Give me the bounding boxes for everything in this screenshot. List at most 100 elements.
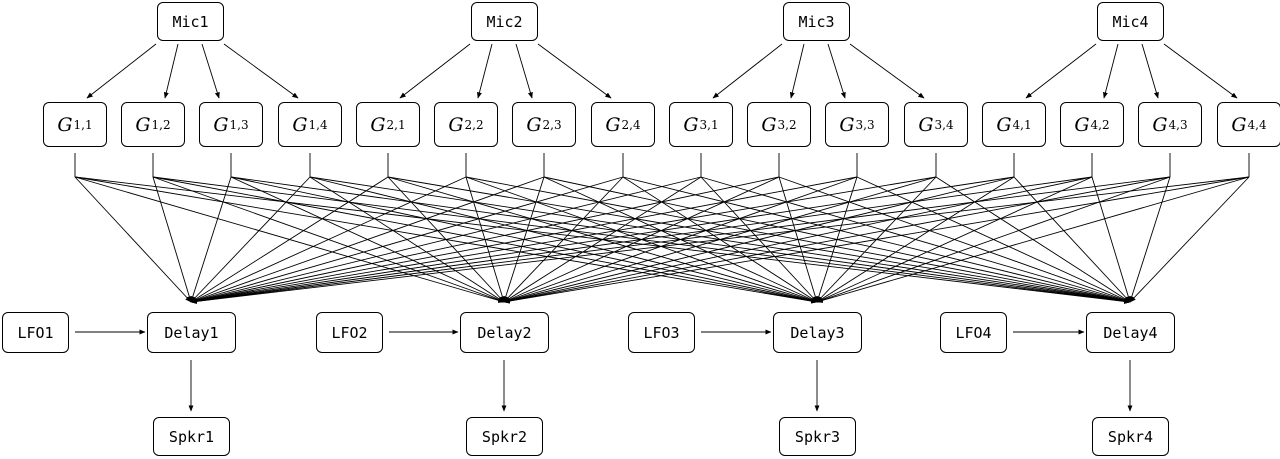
gain-symbol: G — [370, 113, 386, 136]
gain-to-delay-wire — [74, 176, 192, 303]
gain-symbol: G — [1152, 113, 1168, 136]
mic-to-gain-arrow — [1141, 43, 1159, 99]
gain-to-delay-wire — [190, 176, 624, 303]
mic-to-gain-arrow — [849, 43, 925, 99]
gain-to-delay-wire — [503, 176, 1250, 304]
gain-to-delay-wire — [190, 176, 937, 304]
gain-to-delay-wire — [503, 176, 1093, 304]
gain-symbol: G — [683, 113, 699, 136]
mic3-node: Mic3 — [783, 2, 850, 41]
gain-to-delay-wire — [1013, 176, 1131, 303]
mic4-node: Mic4 — [1097, 2, 1164, 41]
gain-subscript: 2,4 — [621, 117, 641, 132]
gain-to-delay-wire — [190, 176, 780, 304]
gain-to-delay-wire — [190, 176, 702, 304]
gain-symbol: G — [213, 113, 229, 136]
mic-to-gain-arrow — [537, 43, 612, 99]
gain-subscript: 3,3 — [855, 117, 875, 132]
mic-to-gain-arrow — [399, 43, 471, 99]
gain-to-delay-wire — [190, 176, 1093, 304]
gain-symbol: G — [918, 113, 934, 136]
gain-to-delay-wire — [152, 176, 192, 303]
gain-symbol: G — [135, 113, 151, 136]
lfo4-node: LFO4 — [940, 312, 1007, 353]
gain-to-delay-wire — [190, 176, 1250, 304]
gain-subscript: 2,3 — [542, 117, 562, 132]
gain-symbol: G — [605, 113, 621, 136]
gain-subscript: 2,2 — [464, 117, 484, 132]
gain-subscript: 1,3 — [229, 117, 249, 132]
gain-to-delay-wire — [190, 176, 858, 304]
gain-to-delay-wire — [190, 176, 1171, 304]
mic-to-gain-arrow — [515, 43, 533, 99]
spkr2-node: Spkr2 — [466, 417, 543, 456]
delay3-node: Delay3 — [773, 312, 862, 353]
mic-to-gain-arrow — [1025, 43, 1097, 99]
gain-subscript: 4,1 — [1012, 117, 1032, 132]
gain-to-delay-wire — [816, 176, 1015, 303]
delay4-node: Delay4 — [1086, 312, 1175, 353]
mic-to-gain-arrow — [86, 43, 157, 99]
gain-to-delay-wire — [190, 176, 232, 303]
gain-to-delay-wire — [190, 176, 311, 303]
gain-to-delay-wire — [190, 176, 467, 303]
delay1-node: Delay1 — [147, 312, 236, 353]
gain-symbol: G — [996, 113, 1012, 136]
gain-subscript: 3,2 — [777, 117, 797, 132]
mic-to-gain-arrow — [789, 43, 805, 99]
gain-to-delay-wire — [503, 176, 1171, 304]
mic-to-gain-arrow — [712, 43, 783, 99]
gain-to-delay-wire — [1129, 176, 1250, 303]
gain-symbol: G — [526, 113, 542, 136]
gain-subscript: 3,1 — [699, 117, 719, 132]
gain-to-delay-wire — [190, 176, 1015, 304]
gain-to-delay-wire — [190, 176, 545, 303]
gain-symbol: G — [1231, 113, 1247, 136]
mic-to-gain-arrow — [1102, 43, 1119, 99]
gain-symbol: G — [839, 113, 855, 136]
gain-to-delay-wire — [816, 176, 1250, 303]
mic1-node: Mic1 — [157, 2, 224, 41]
mic-to-gain-arrow — [1163, 43, 1238, 99]
gain-to-delay-wire — [816, 176, 1171, 303]
lfo3-node: LFO3 — [628, 312, 695, 353]
lfo2-node: LFO2 — [316, 312, 383, 353]
mic-to-gain-arrow — [476, 43, 493, 99]
spkr4-node: Spkr4 — [1092, 417, 1169, 456]
spkr1-node: Spkr1 — [153, 417, 230, 456]
mic-to-gain-arrow — [223, 43, 299, 99]
gain-symbol: G — [761, 113, 777, 136]
gain-to-delay-wire — [1129, 176, 1171, 303]
mic-to-gain-arrow — [163, 43, 179, 99]
gain-subscript: 4,2 — [1090, 117, 1110, 132]
gain-to-delay-wire — [816, 176, 1093, 303]
mic-to-gain-arrow — [201, 43, 220, 99]
gain-subscript: 1,2 — [151, 117, 171, 132]
gain-subscript: 4,3 — [1168, 117, 1188, 132]
gain-symbol: G — [57, 113, 73, 136]
gain-subscript: 1,1 — [73, 117, 93, 132]
gain-subscript: 1,4 — [308, 117, 328, 132]
gain-subscript: 2,1 — [386, 117, 406, 132]
gain-to-delay-wire — [190, 176, 389, 303]
gain-symbol: G — [1074, 113, 1090, 136]
gain-to-delay-wire — [1091, 176, 1131, 303]
gain-subscript: 3,4 — [934, 117, 954, 132]
